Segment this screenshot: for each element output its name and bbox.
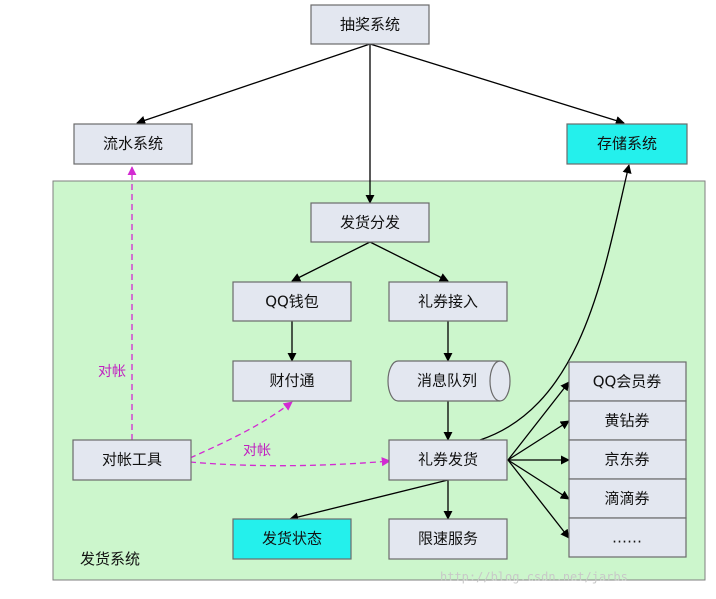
reconcile-label: 对帐工具 bbox=[102, 451, 162, 469]
edge-lottery-storage bbox=[369, 43, 625, 125]
reconcile-right-label: 对帐 bbox=[243, 443, 271, 459]
tenpay-label: 财付通 bbox=[269, 372, 314, 390]
edge-reconcile-couponship bbox=[189, 457, 391, 467]
mq-cylinder bbox=[387, 360, 511, 402]
status-box bbox=[232, 518, 352, 560]
couponin-box bbox=[388, 281, 508, 322]
edge-reconcile-tenpay bbox=[189, 401, 293, 459]
edge-ship-didi bbox=[507, 459, 570, 500]
couponin-label: 礼券接入 bbox=[418, 293, 478, 311]
edge-ship-qqvip bbox=[507, 381, 570, 461]
mq-label: 消息队列 bbox=[417, 372, 477, 390]
node-labels: 抽奖系统 流水系统 存储系统 发货分发 QQ钱包 礼券接入 财付通 消息队列 对… bbox=[102, 16, 661, 548]
ratelimit-label: 限速服务 bbox=[418, 530, 478, 548]
edge-ship-more bbox=[507, 459, 570, 539]
edge-ship-yellow bbox=[507, 420, 570, 461]
list-didi-label: 滴滴券 bbox=[604, 490, 649, 508]
edge-lottery-flow bbox=[136, 43, 371, 125]
edges bbox=[136, 43, 632, 539]
group-label: 发货系统 bbox=[80, 550, 140, 568]
mq-cap bbox=[489, 360, 501, 402]
dispatch-box bbox=[310, 202, 430, 243]
flow-box bbox=[73, 123, 193, 165]
lottery-label: 抽奖系统 bbox=[340, 16, 400, 34]
storage-box bbox=[566, 123, 688, 165]
list-jd-label: 京东券 bbox=[604, 451, 649, 469]
list-qqvip-label: QQ会员券 bbox=[593, 373, 662, 391]
ratelimit-box bbox=[388, 518, 508, 560]
qqwallet-label: QQ钱包 bbox=[265, 293, 319, 311]
edge-dispatch-qqwallet bbox=[291, 241, 371, 282]
status-label: 发货状态 bbox=[262, 530, 322, 548]
watermark: http://blog.csdn.net/jarbs bbox=[440, 570, 628, 584]
dispatch-label: 发货分发 bbox=[340, 214, 400, 232]
list-more-box bbox=[568, 517, 687, 558]
tenpay-box bbox=[232, 360, 352, 402]
couponship-label: 礼券发货 bbox=[418, 451, 478, 469]
qqwallet-box bbox=[232, 281, 352, 322]
reconcile-up-label: 对帐 bbox=[98, 364, 126, 380]
reconcile-edges bbox=[127, 166, 391, 467]
list-more-label: …… bbox=[612, 529, 642, 547]
list-jd-box bbox=[568, 439, 687, 480]
storage-label: 存储系统 bbox=[597, 135, 657, 153]
list-yellow-label: 黄钻券 bbox=[604, 412, 649, 430]
flow-label: 流水系统 bbox=[103, 135, 163, 153]
edge-couponship-storage bbox=[479, 164, 632, 441]
list-qqvip-box bbox=[568, 361, 687, 402]
reconcile-box bbox=[72, 439, 192, 481]
nodes bbox=[72, 4, 688, 560]
lottery-box bbox=[310, 4, 430, 45]
edge-couponship-status bbox=[289, 479, 449, 522]
list-yellow-box bbox=[568, 400, 687, 441]
edge-dispatch-couponin bbox=[369, 241, 449, 282]
couponship-box bbox=[388, 439, 508, 481]
list-didi-box bbox=[568, 478, 687, 519]
